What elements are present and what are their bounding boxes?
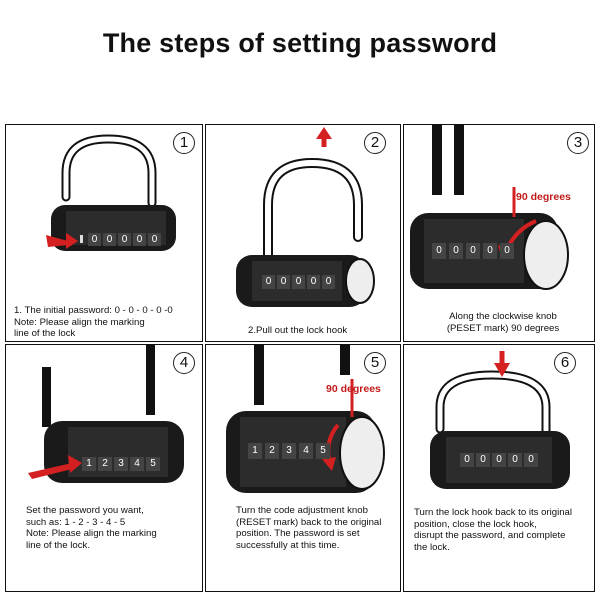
dial-digit: 2 — [98, 457, 112, 471]
step-caption: Along the clockwise knob (PESET mark) 90… — [446, 311, 560, 334]
step-number-badge: 1 — [173, 132, 195, 154]
step-number-badge: 2 — [364, 132, 386, 154]
step-number-badge: 4 — [173, 352, 195, 374]
dial-digit: 0 — [460, 453, 474, 467]
dial-digit: 0 — [508, 453, 522, 467]
dial-row: 0 0 0 0 0 — [262, 275, 335, 289]
dial-digit: 0 — [88, 233, 101, 246]
step-number-badge: 3 — [567, 132, 589, 154]
step-caption: 1. The initial password: 0 - 0 - 0 - 0 -… — [14, 305, 173, 339]
dial-digit: 0 — [292, 275, 305, 289]
dial-digit: 0 — [449, 243, 463, 259]
dial-digit: 3 — [114, 457, 128, 471]
dial-digit: 0 — [103, 233, 116, 246]
padlock-knob-illustration — [410, 125, 569, 290]
step-caption: Turn the code adjustment knob (RESET mar… — [236, 505, 382, 551]
dial-digit: 5 — [146, 457, 160, 471]
dial-row: 0 0 0 0 0 — [460, 453, 538, 467]
dial-row: 1 2 3 4 5 — [82, 457, 160, 471]
dial-digit: 0 — [483, 243, 497, 259]
dial-digit: 5 — [316, 443, 330, 459]
dial-digit: 0 — [500, 243, 514, 259]
dial-digit: 0 — [262, 275, 275, 289]
step-1-panel: 1 0 0 0 0 0 1. The initial password: 0 -… — [5, 124, 203, 342]
dial-digit: 1 — [248, 443, 262, 459]
step-3-panel: 3 90 degrees 0 0 0 0 0 Along the clockwi… — [403, 124, 595, 342]
dial-digit: 0 — [432, 243, 446, 259]
dial-digit: 1 — [82, 457, 96, 471]
dial-digit: 4 — [299, 443, 313, 459]
dial-digit: 0 — [307, 275, 320, 289]
step-number-badge: 6 — [554, 352, 576, 374]
step-number-badge: 5 — [364, 352, 386, 374]
dial-digit: 0 — [466, 243, 480, 259]
dial-digit: 3 — [282, 443, 296, 459]
page-title: The steps of setting password — [102, 28, 498, 58]
dial-digit: 0 — [133, 233, 146, 246]
dial-digit: 2 — [265, 443, 279, 459]
step-5-panel: 5 90 degrees 1 2 3 4 5 Turn the code adj… — [205, 344, 401, 592]
dial-digit: 0 — [492, 453, 506, 467]
dial-digit: 0 — [524, 453, 538, 467]
dial-digit: 0 — [277, 275, 290, 289]
step-caption: Turn the lock hook back to its original … — [414, 507, 573, 553]
dial-digit: 0 — [118, 233, 131, 246]
dial-digit: 0 — [322, 275, 335, 289]
dial-digit: 4 — [130, 457, 144, 471]
padlock-open-illustration — [236, 127, 375, 307]
rotation-annotation: 90 degrees — [516, 191, 571, 203]
step-caption: 2.Pull out the lock hook — [248, 325, 348, 336]
step-4-panel: 4 1 2 3 4 5 Set the password you want, s… — [5, 344, 203, 592]
step-6-panel: 6 0 0 0 0 0 Turn the lock hook back to i… — [403, 344, 595, 592]
step-caption: Set the password you want, such as: 1 - … — [26, 505, 157, 551]
dial-row: 0 0 0 0 0 — [88, 233, 161, 246]
step-2-panel: 2 0 0 0 0 0 2.Pull out the lock hook — [205, 124, 401, 342]
rotation-annotation: 90 degrees — [326, 383, 381, 395]
dial-row: 0 0 0 0 0 — [432, 243, 514, 259]
dial-digit: 0 — [476, 453, 490, 467]
dial-row: 1 2 3 4 5 — [248, 443, 330, 459]
padlock-closed-illustration — [430, 351, 570, 489]
dial-digit: 0 — [148, 233, 161, 246]
